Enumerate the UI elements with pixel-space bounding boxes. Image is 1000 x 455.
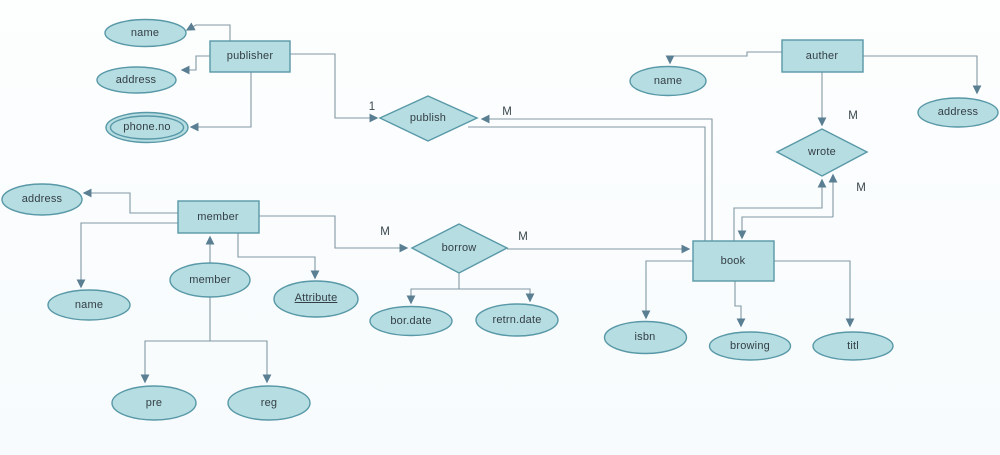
edge-wrote-book-2 xyxy=(737,216,833,240)
attribute-borrow-bor-date xyxy=(369,305,453,337)
attribute-book-browing-label: browing xyxy=(730,340,770,352)
entity-member-label: member xyxy=(197,211,239,223)
edge-member-address xyxy=(82,188,178,214)
attribute-book-titl-label: titl xyxy=(847,340,859,352)
attribute-publisher-address-label: address xyxy=(115,74,157,86)
edge-book-titl xyxy=(774,260,855,328)
cardinality-publish-book: M xyxy=(502,106,512,118)
attribute-member-address xyxy=(1,183,83,216)
edge-member-attribute xyxy=(237,233,320,280)
attribute-borrow-bor-date-label: bor.date xyxy=(390,315,432,327)
attribute-borrow-retrn-date xyxy=(475,303,559,337)
relationship-wrote xyxy=(775,128,869,177)
attribute-auther-address-label: address xyxy=(937,106,979,118)
attribute-publisher-phone-no-inner-ring xyxy=(109,115,185,140)
attribute-member-attribute xyxy=(273,280,359,318)
attribute-member-name-label: name xyxy=(74,299,104,311)
attribute-book-browing xyxy=(708,331,792,361)
edge-publisher-address xyxy=(180,55,210,75)
edge-publisher-publish xyxy=(290,53,379,123)
attribute-member-name xyxy=(47,289,131,321)
attribute-auther-name xyxy=(629,65,707,97)
edge-auther-name xyxy=(665,51,782,65)
relationship-publish xyxy=(378,95,479,142)
cardinality-publisher-publish: 1 xyxy=(368,101,376,113)
entity-auther xyxy=(781,39,864,73)
cardinality-member-borrow: M xyxy=(380,226,390,238)
relationship-publish-label: publish xyxy=(409,112,447,124)
entity-member xyxy=(177,200,260,234)
cardinality-borrow-book: M xyxy=(518,231,528,243)
attribute-book-isbn-label: isbn xyxy=(634,331,656,343)
entity-auther-label: auther xyxy=(805,50,839,62)
edge-member-pre xyxy=(140,340,210,384)
edge-book-wrote-1 xyxy=(733,178,827,241)
attribute-borrow-retrn-date-label: retrn.date xyxy=(492,314,542,326)
edge-publisher-phone-no xyxy=(189,72,252,132)
edge-auther-address xyxy=(863,55,982,95)
attribute-member-address-label: address xyxy=(21,193,63,205)
edge-book-publish xyxy=(480,114,713,241)
attribute-member-member xyxy=(169,262,251,298)
edge-publisher-name xyxy=(185,22,231,41)
edge-publish-book-parallel xyxy=(468,126,706,241)
edge-borrow-bor-date xyxy=(406,288,459,305)
edge-book-isbn xyxy=(641,260,693,320)
attribute-publisher-name xyxy=(104,18,187,48)
edge-member-name xyxy=(76,222,178,289)
attribute-book-titl xyxy=(812,331,894,361)
attribute-member-pre-label: pre xyxy=(145,397,163,409)
cardinality-auther-wrote: M xyxy=(848,110,858,122)
attribute-member-reg xyxy=(227,385,311,421)
relationship-borrow-label: borrow xyxy=(441,242,477,254)
attribute-publisher-address xyxy=(96,66,177,94)
attribute-publisher-name-label: name xyxy=(130,27,160,39)
cardinality-wrote-book: M xyxy=(856,182,866,194)
relationship-wrote-label: wrote xyxy=(808,146,836,158)
attribute-member-attribute-label: Attribute xyxy=(294,292,338,304)
entity-publisher-label: publisher xyxy=(226,50,274,62)
attribute-member-pre xyxy=(111,385,197,421)
entity-publisher xyxy=(209,40,291,73)
entity-book-label: book xyxy=(720,255,746,267)
attribute-auther-address xyxy=(917,97,999,128)
edge-book-browing xyxy=(734,281,746,328)
relationship-borrow xyxy=(410,223,509,274)
attribute-publisher-phone-no xyxy=(105,111,189,144)
edge-member-reg xyxy=(210,340,272,384)
edge-borrow-retrn-date xyxy=(459,288,535,303)
attribute-book-isbn xyxy=(603,320,688,355)
attribute-auther-name-label: name xyxy=(653,75,683,87)
attribute-member-reg-label: reg xyxy=(260,397,278,409)
edge-member-borrow xyxy=(259,215,409,253)
attribute-publisher-phone-no-label: phone.no xyxy=(123,121,171,133)
attribute-member-member-label: member xyxy=(189,274,231,286)
entity-book xyxy=(692,240,775,282)
